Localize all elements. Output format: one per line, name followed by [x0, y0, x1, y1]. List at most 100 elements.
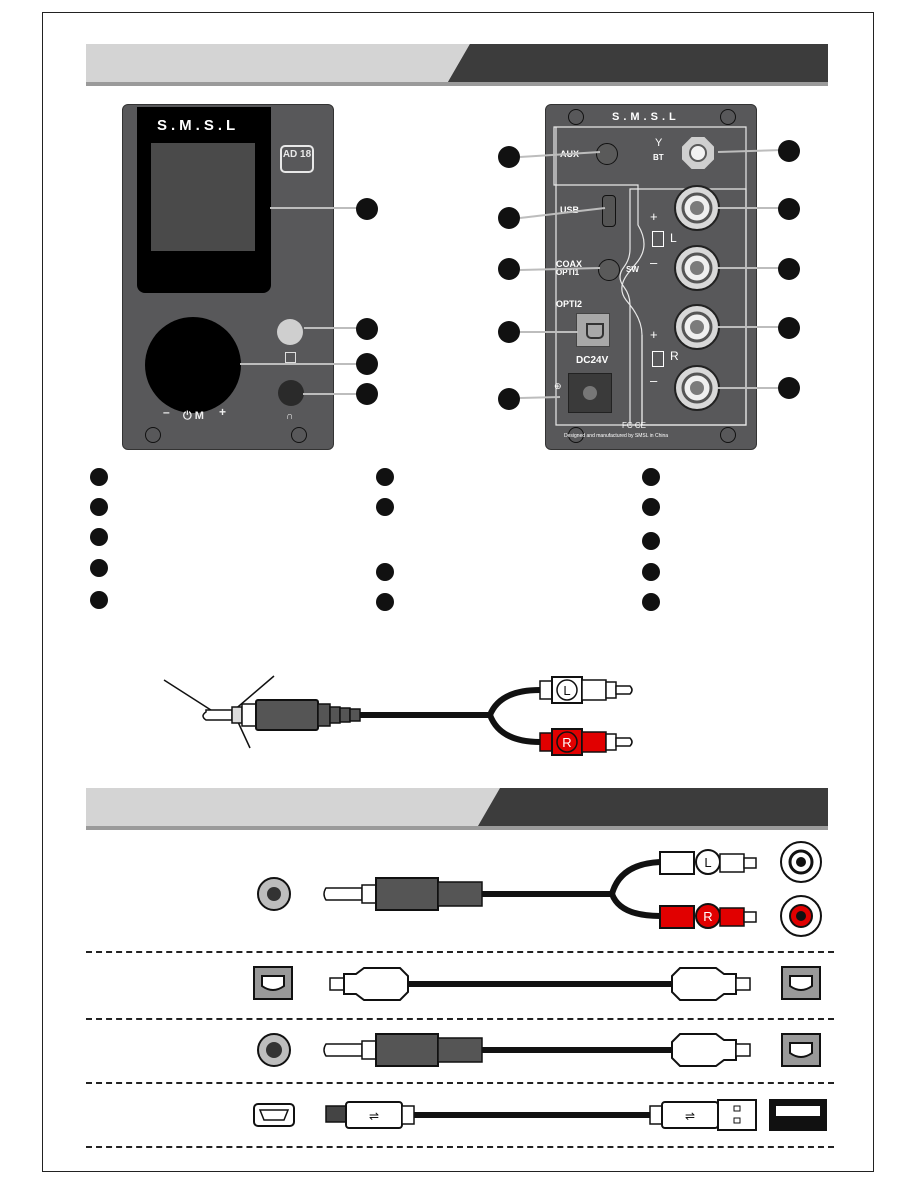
page-border — [42, 12, 874, 1172]
callout-marker — [498, 321, 520, 343]
legend-dot — [376, 468, 394, 486]
row-divider — [86, 1082, 834, 1084]
rca-terminal-left-minus[interactable] — [674, 245, 720, 291]
callout-marker — [356, 383, 378, 405]
mount-hole — [720, 109, 736, 125]
bluetooth-antenna-icon: Y — [655, 137, 663, 149]
callout-marker — [498, 388, 520, 410]
callout-marker — [778, 198, 800, 220]
speaker-plus-label: + — [650, 209, 658, 224]
display-screen — [151, 143, 255, 251]
dc-jack-hole — [583, 386, 597, 400]
bt-label: BT — [653, 153, 664, 162]
micro-usb-port-icon — [253, 1103, 295, 1127]
rca-socket-red-icon — [780, 895, 822, 937]
rca-socket-white-icon — [780, 841, 822, 883]
volume-plus-label: + — [219, 405, 227, 419]
rca-terminal-right-plus[interactable] — [674, 304, 720, 350]
legend-dot — [90, 468, 108, 486]
callout-leader — [304, 327, 358, 329]
callout-marker — [498, 146, 520, 168]
legend-dot — [642, 563, 660, 581]
legend-dot — [90, 528, 108, 546]
usb-trident-icon: ⇌ — [369, 1109, 379, 1123]
volume-knob[interactable] — [145, 317, 241, 413]
bt-antenna-center — [689, 144, 707, 162]
speaker-minus-label: – — [650, 255, 658, 270]
row-divider — [86, 1146, 834, 1148]
mount-hole — [291, 427, 307, 443]
row-divider — [86, 951, 834, 953]
cert-mark: FC CE — [622, 421, 646, 430]
coax-label: COAX — [556, 259, 583, 269]
rear-brand-logo: S.M.S.L — [612, 111, 680, 123]
callout-marker — [498, 207, 520, 229]
mount-hole — [720, 427, 736, 443]
legend-dot — [90, 591, 108, 609]
opti2-label: OPTI2 — [556, 299, 583, 309]
optical-port-2[interactable] — [576, 313, 610, 347]
callout-marker — [356, 353, 378, 375]
speaker-icon — [652, 231, 664, 247]
dc-power-jack[interactable] — [568, 373, 612, 413]
speaker-minus-label: – — [650, 373, 658, 388]
cable-label-right: R — [562, 735, 571, 750]
front-panel: S.M.S.L S.M.S.L AD 18 ∩ – ⏻ M + — [122, 104, 334, 450]
rca-plug-right — [539, 728, 633, 756]
speaker-icon — [652, 351, 664, 367]
usb-port[interactable] — [602, 195, 616, 227]
callout-marker — [356, 318, 378, 340]
row1-label-left: L — [704, 855, 711, 870]
front-brand-overlay: S.M.S.L — [157, 117, 240, 134]
legend-dot — [90, 559, 108, 577]
callout-marker — [778, 317, 800, 339]
opti1-label: OPTI1 — [556, 268, 580, 277]
legend-dot — [376, 593, 394, 611]
rca-terminal-left-plus[interactable] — [674, 185, 720, 231]
legend-dot — [642, 468, 660, 486]
callout-leader — [240, 363, 358, 365]
mount-hole — [568, 109, 584, 125]
legend-dot — [642, 532, 660, 550]
legend-dot — [642, 593, 660, 611]
optical-port-icon — [781, 1033, 821, 1067]
infrared-remote-icon — [285, 352, 296, 363]
row1-label-right: R — [703, 909, 712, 924]
callout-marker — [498, 258, 520, 280]
rear-footer-text: Designed and manufactured by SMSL in Chi… — [564, 433, 669, 439]
speaker-left-label: L — [670, 231, 677, 245]
mount-hole — [145, 427, 161, 443]
cable-label-left: L — [563, 683, 570, 698]
volume-minus-label: – — [163, 405, 170, 419]
polarity-icon: ⊕ — [554, 381, 562, 391]
legend-dot — [642, 498, 660, 516]
speaker-plus-label: + — [650, 327, 658, 342]
speaker-right-label: R — [670, 349, 679, 363]
optical-port-icon — [253, 966, 293, 1000]
power-mode-label: ⏻ M — [183, 410, 204, 422]
callout-marker — [778, 140, 800, 162]
legend-dot — [90, 498, 108, 516]
rear-panel: S.M.S.L AUX Y BT USB COAX OPTI1 SW OPTI2… — [545, 104, 757, 450]
dc-label: DC24V — [576, 355, 609, 366]
rca-terminal-right-minus[interactable] — [674, 365, 720, 411]
model-badge: AD 18 — [280, 145, 314, 173]
callout-leader — [303, 393, 358, 395]
aux-jack-icon — [257, 877, 291, 911]
ir-receiver — [277, 319, 303, 345]
row-divider — [86, 1018, 834, 1020]
aux-jack[interactable] — [596, 143, 618, 165]
legend-dot — [376, 498, 394, 516]
optical-port-inner — [586, 323, 604, 339]
input-switch[interactable] — [598, 259, 620, 281]
usb-trident-icon: ⇌ — [685, 1109, 695, 1123]
rca-plug-left — [539, 676, 633, 704]
callout-marker — [778, 377, 800, 399]
sw-label: SW — [626, 265, 639, 274]
usb-label: USB — [560, 205, 580, 215]
headphone-jack[interactable] — [278, 380, 304, 406]
